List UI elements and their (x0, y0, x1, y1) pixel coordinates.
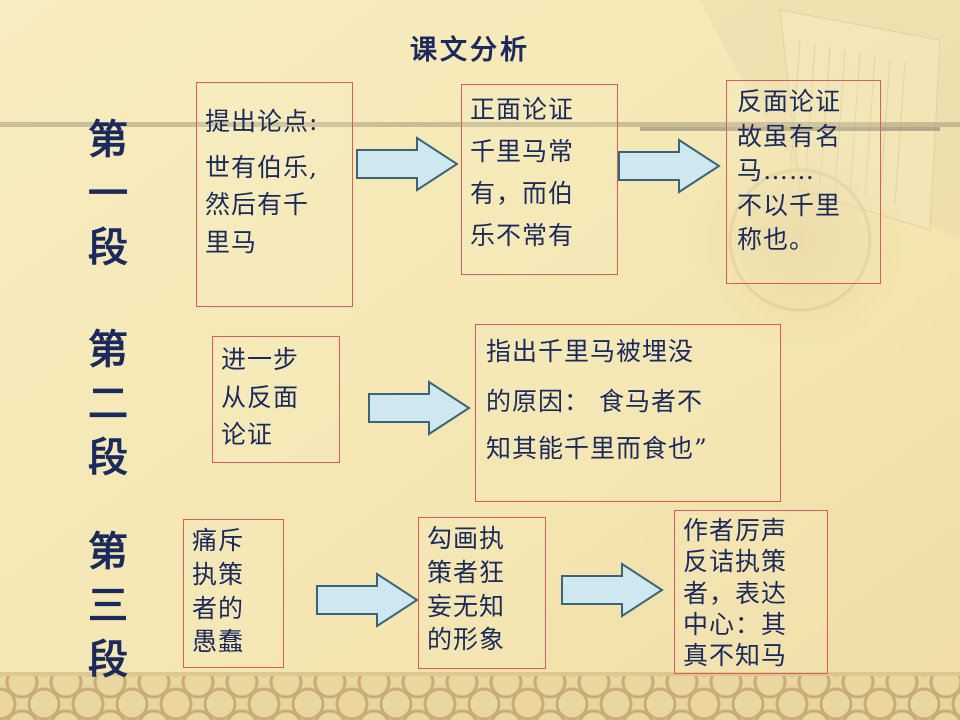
box-line: 里马 (205, 227, 258, 257)
section-1-box-negative: 反面论证 故虽有名 马…… 不以千里 称也。 (726, 80, 881, 284)
section-label-3-char-3: 段 (88, 637, 128, 683)
box-line: 提出论点: (205, 107, 319, 136)
box-line: 痛斥 (192, 526, 245, 555)
box-line: 者，表达 (683, 578, 788, 608)
box-line: 妄无知 (427, 591, 506, 621)
box-line: 故虽有名 (737, 121, 842, 151)
arrow-right-icon (356, 136, 459, 192)
box-line: 的原因： 食马者不 (486, 387, 703, 417)
section-label-1-char-2: 一 (88, 171, 128, 217)
section-label-1-char-3: 段 (88, 225, 128, 271)
section-label-2-char-2: 二 (88, 381, 128, 427)
box-line: 中心：其 (683, 609, 788, 639)
section-label-3-char-1: 第 (88, 529, 128, 575)
box-line: 千里马常 (470, 137, 575, 166)
box-line: 有，而伯 (470, 179, 575, 208)
box-line: 真不知马 (683, 641, 788, 670)
box-line: 策者狂 (427, 557, 506, 587)
section-label-3-char-2: 三 (88, 583, 128, 629)
section-2-box-further: 进一步 从反面 论证 (212, 336, 340, 463)
box-line: 勾画执 (427, 524, 506, 553)
box-line: 乐不常有 (470, 221, 575, 250)
box-line: 称也。 (737, 225, 816, 254)
arrow-right-icon (368, 380, 471, 436)
box-line: 者的 (192, 593, 245, 623)
section-1-box-positive: 正面论证 千里马常 有，而伯 乐不常有 (461, 84, 618, 275)
section-2-box-reason: 指出千里马被埋没 的原因： 食马者不 知其能千里而食也” (475, 324, 781, 502)
arrow-right-icon (316, 572, 419, 628)
box-line: 论证 (221, 420, 274, 449)
section-1-box-thesis: 提出论点: 世有伯乐, 然后有千 里马 (196, 82, 353, 307)
box-line: 指出千里马被埋没 (486, 337, 695, 366)
box-line: 反面论证 (737, 87, 842, 116)
section-label-2: 第 二 段 (88, 330, 128, 492)
box-line: 正面论证 (470, 95, 575, 124)
box-line: 从反面 (221, 382, 300, 412)
box-line: 执策 (192, 559, 245, 589)
box-line: 然后有千 (205, 190, 310, 219)
section-label-2-char-3: 段 (88, 435, 128, 481)
section-label-1-char-1: 第 (88, 117, 128, 163)
arrow-right-icon (618, 138, 721, 194)
arrow-right-icon (561, 562, 664, 618)
section-3-box-conclusion: 作者厉声 反诘执策 者，表达 中心：其 真不知马 (674, 510, 828, 674)
section-3-box-portray: 勾画执 策者狂 妄无知 的形象 (418, 517, 546, 669)
box-line: 知其能千里而食也” (486, 433, 708, 463)
box-line: 进一步 (221, 345, 300, 374)
box-line: 不以千里 (737, 190, 842, 220)
box-line: 的形象 (427, 625, 506, 655)
box-line: 世有伯乐, (205, 152, 318, 182)
box-line: 反诘执策 (683, 547, 788, 577)
section-3-box-denounce: 痛斥 执策 者的 愚蠢 (183, 519, 284, 668)
section-label-2-char-1: 第 (88, 327, 128, 373)
box-line: 作者厉声 (683, 516, 788, 545)
slide-title: 课文分析 (410, 35, 530, 66)
box-line: 马…… (737, 156, 816, 185)
section-label-3: 第 三 段 (88, 532, 128, 694)
section-label-1: 第 一 段 (88, 120, 128, 282)
box-line: 愚蠢 (192, 627, 245, 657)
